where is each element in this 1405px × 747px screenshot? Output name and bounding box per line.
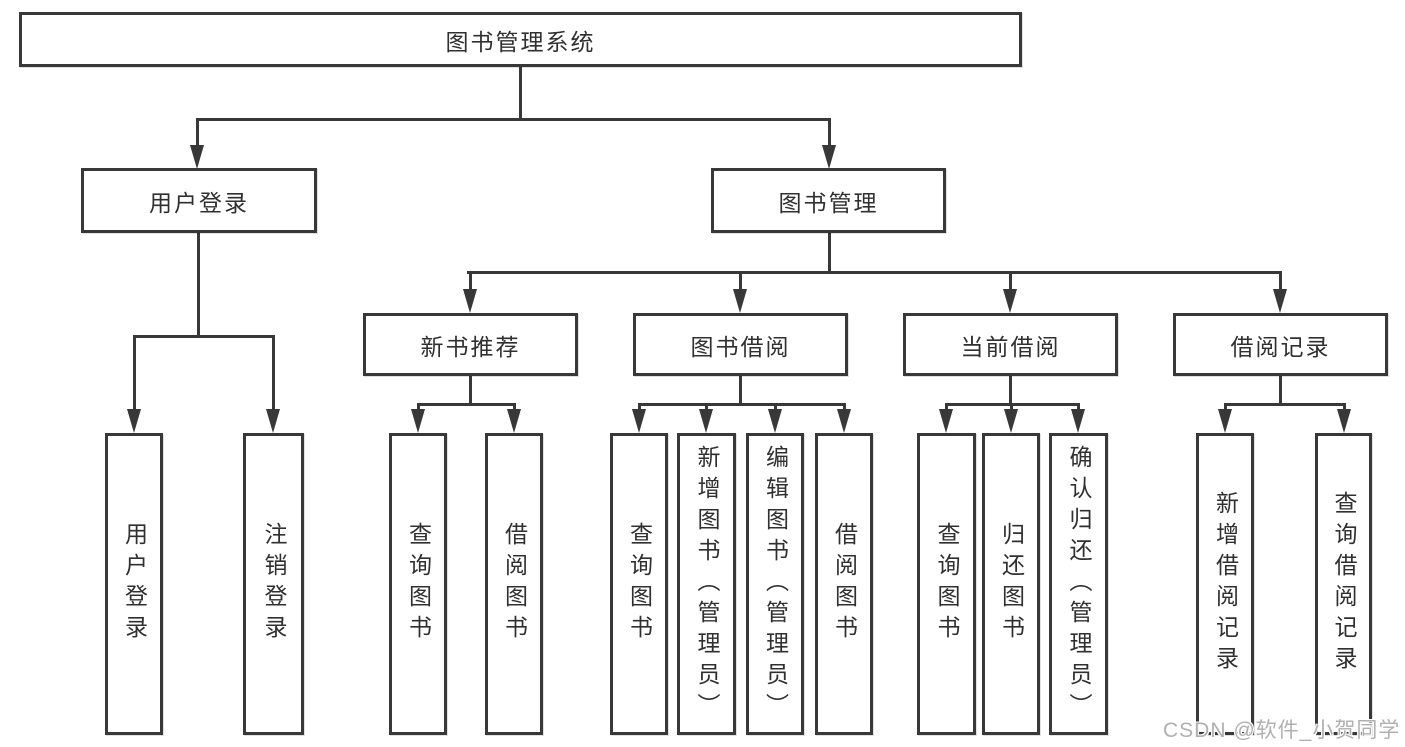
arrowhead — [190, 145, 204, 169]
connector-line — [638, 403, 845, 406]
connector-line — [828, 233, 831, 274]
node-login: 用户登录 — [105, 433, 163, 735]
connector-line — [272, 335, 275, 410]
connector-line — [417, 403, 420, 411]
node-new-book-recommendation: 新书推荐 — [363, 313, 578, 376]
arrowhead — [127, 409, 141, 433]
connector-line — [828, 118, 831, 147]
connector-line — [513, 403, 516, 411]
node-query-books-borrowing: 查询图书 — [610, 433, 668, 735]
arrowhead — [1003, 289, 1017, 313]
connector-line — [774, 403, 777, 411]
arrowhead — [1273, 289, 1287, 313]
node-edit-book-admin: 编辑图书（管理员） — [746, 433, 804, 735]
connector-line — [739, 376, 742, 406]
csdn-watermark: CSDN @软件_小贺同学 — [1163, 719, 1401, 742]
connector-line — [469, 271, 472, 290]
arrowhead — [768, 409, 782, 433]
connector-line — [638, 403, 641, 411]
node-book-management: 图书管理 — [711, 168, 946, 233]
arrowhead — [837, 409, 851, 433]
arrowhead — [1071, 409, 1085, 433]
node-add-book-admin: 新增图书（管理员） — [677, 433, 736, 735]
node-borrowing-records: 借阅记录 — [1173, 313, 1388, 376]
connector-line — [469, 376, 472, 406]
node-current-borrowing: 当前借阅 — [903, 313, 1118, 376]
arrowhead — [733, 289, 747, 313]
connector-line — [1224, 403, 1227, 411]
arrowhead — [1004, 409, 1018, 433]
connector-line — [945, 403, 948, 411]
node-query-borrow-record: 查询借阅记录 — [1315, 433, 1372, 735]
connector-line — [196, 118, 199, 147]
node-query-books-current: 查询图书 — [917, 433, 976, 735]
arrowhead — [939, 409, 953, 433]
arrowhead — [411, 409, 425, 433]
arrowhead — [507, 409, 521, 433]
connector-line — [1009, 376, 1012, 406]
arrowhead — [1218, 409, 1232, 433]
connector-line — [1279, 271, 1282, 290]
connector-line — [1010, 403, 1013, 411]
connector-line — [133, 335, 136, 410]
arrowhead — [632, 409, 646, 433]
node-book-borrowing: 图书借阅 — [633, 313, 848, 376]
connector-line — [1279, 376, 1282, 406]
arrowhead — [699, 409, 713, 433]
connector-line — [519, 67, 522, 121]
connector-line — [1224, 403, 1345, 406]
connector-line — [417, 403, 516, 406]
arrowhead — [463, 289, 477, 313]
node-logout: 注销登录 — [243, 433, 304, 735]
arrowhead — [1337, 409, 1351, 433]
node-return-book: 归还图书 — [982, 433, 1040, 735]
connector-line — [133, 335, 275, 338]
connector-line — [467, 271, 1282, 274]
connector-line — [196, 118, 831, 121]
node-confirm-return-admin: 确认归还（管理员） — [1049, 433, 1108, 735]
connector-line — [197, 233, 200, 338]
node-borrow-books-recommend: 借阅图书 — [485, 433, 543, 735]
node-add-borrow-record: 新增借阅记录 — [1196, 433, 1254, 735]
connector-line — [1343, 403, 1346, 411]
connector-line — [739, 271, 742, 290]
node-borrow-books-borrowing: 借阅图书 — [815, 433, 873, 735]
arrowhead — [822, 145, 836, 169]
connector-line — [705, 403, 708, 411]
connector-line — [843, 403, 846, 411]
node-query-books-recommend: 查询图书 — [389, 433, 447, 735]
connector-line — [1077, 403, 1080, 411]
arrowhead — [266, 409, 280, 433]
node-user-login: 用户登录 — [81, 168, 317, 233]
node-root: 图书管理系统 — [19, 12, 1022, 67]
connector-line — [1009, 271, 1012, 290]
